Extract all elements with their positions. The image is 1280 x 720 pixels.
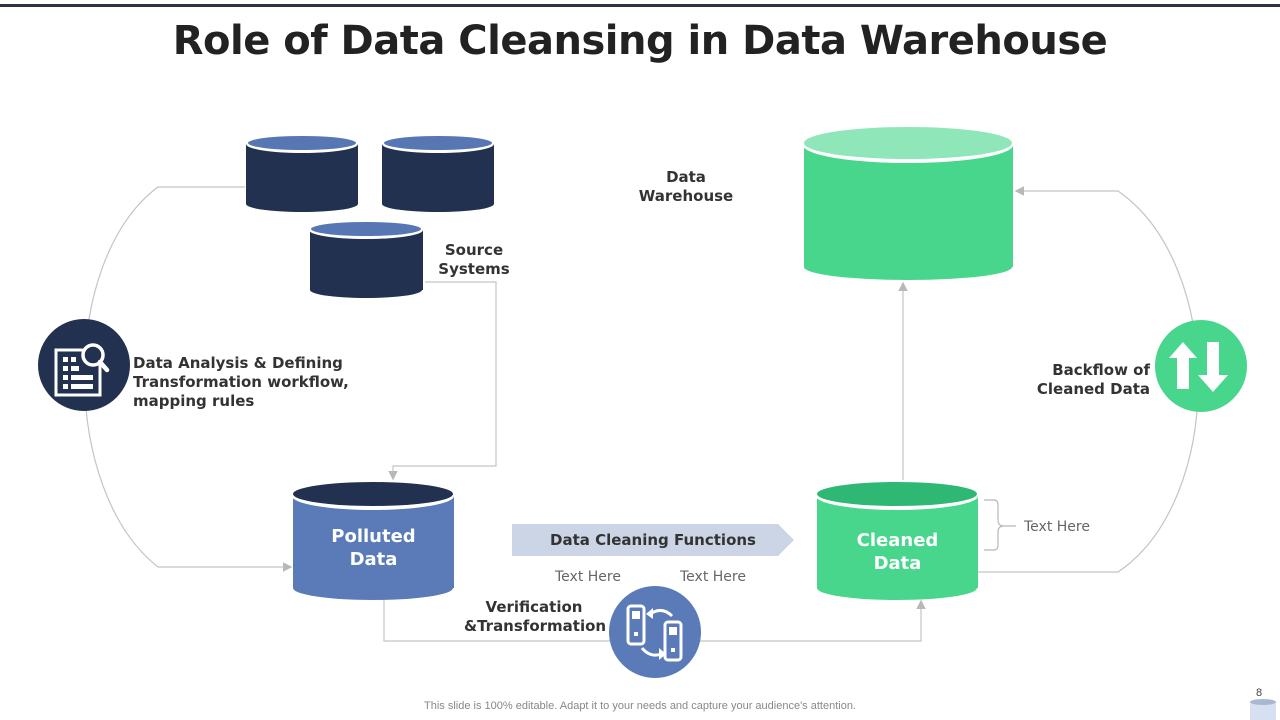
data-analysis-label: Data Analysis & Defining Transformation … xyxy=(133,354,373,411)
polluted-data-db xyxy=(292,482,454,600)
data-warehouse-line1: Data xyxy=(666,168,706,186)
source-system-db-1 xyxy=(246,135,358,212)
source-systems-label: Source Systems xyxy=(434,241,514,279)
cleaned-data-label: Cleaned Data xyxy=(817,529,978,575)
data-analysis-line1: Data Analysis & Defining xyxy=(133,354,343,372)
cleaned-data-db xyxy=(816,482,978,600)
top-rule xyxy=(0,4,1280,7)
verification-line1: Verification xyxy=(485,598,583,616)
cleaned-data-note: Text Here xyxy=(1024,519,1090,535)
up-down-arrows-icon xyxy=(1155,320,1247,412)
data-cleaning-functions-label: Data Cleaning Functions xyxy=(550,531,756,549)
backflow-line2: Cleaned Data xyxy=(1036,380,1150,398)
exchange-devices-icon xyxy=(609,586,701,678)
verification-note-right: Text Here xyxy=(680,569,746,585)
page-number: 8 xyxy=(1256,687,1263,699)
slide-title: Role of Data Cleansing in Data Warehouse xyxy=(172,18,1108,64)
cleaned-data-line2: Data xyxy=(873,553,922,574)
data-analysis-icon xyxy=(38,319,130,411)
polluted-data-line1: Polluted xyxy=(331,526,416,547)
data-warehouse-line2: Warehouse xyxy=(638,187,734,205)
data-analysis-line3: mapping rules xyxy=(133,392,255,410)
cleaned-data-line1: Cleaned xyxy=(856,530,939,551)
source-system-db-3 xyxy=(309,221,423,298)
verification-line2: &Transformation xyxy=(464,617,607,635)
source-systems-line2: Systems xyxy=(438,260,510,278)
backflow-label: Backflow of Cleaned Data xyxy=(1010,361,1150,399)
page-badge xyxy=(1250,699,1276,720)
data-warehouse-db xyxy=(803,127,1013,280)
source-system-db-2 xyxy=(382,135,494,212)
verification-note-left: Text Here xyxy=(555,569,621,585)
polluted-data-label: Polluted Data xyxy=(293,525,454,571)
brace xyxy=(984,499,1016,551)
verification-label: Verification &Transformation xyxy=(464,598,607,636)
data-cleaning-arrow xyxy=(512,524,794,556)
backflow-line1: Backflow of xyxy=(1052,361,1150,379)
data-analysis-line2: Transformation workflow, xyxy=(133,373,349,391)
connector-source-to-polluted xyxy=(388,281,497,481)
polluted-data-line2: Data xyxy=(349,549,398,570)
footer-note: This slide is 100% editable. Adapt it to… xyxy=(424,700,856,712)
data-warehouse-label: Data Warehouse xyxy=(626,168,746,206)
source-systems-line1: Source xyxy=(444,241,504,259)
